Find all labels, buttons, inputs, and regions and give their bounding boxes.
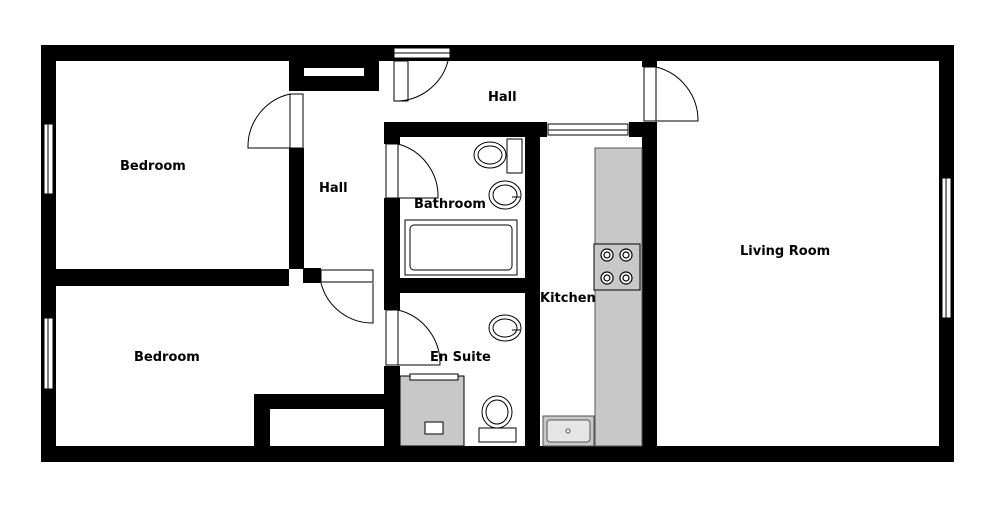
doors: [247, 60, 699, 366]
bathroom-fixtures: [404, 138, 523, 276]
door-swing-hall-top: [393, 60, 449, 102]
wall-bathroom-left-lower: [384, 198, 400, 310]
outer-wall-left: [41, 45, 56, 462]
door-leaf-bedroom-top: [289, 93, 304, 149]
door-leaf-ensuite: [385, 309, 399, 366]
door-swing-living: [655, 66, 699, 122]
wall-ensuite-left: [384, 366, 400, 462]
door-swing-bathroom: [397, 143, 439, 199]
door-swing-bedroom-bottom: [320, 282, 374, 324]
stove: [593, 243, 641, 291]
ensuite-fixtures: [399, 314, 522, 447]
label-kitchen: Kitchen: [540, 291, 596, 306]
ensuite-toilet-tank: [478, 427, 517, 443]
label-hall-left: Hall: [319, 181, 348, 196]
shower-drain: [424, 421, 444, 435]
wall-living-upper: [642, 61, 657, 67]
toilet-tank: [506, 138, 523, 174]
wall-kitchen-right: [642, 122, 657, 462]
label-en-suite: En Suite: [430, 350, 491, 365]
label-bedroom-top: Bedroom: [120, 159, 186, 174]
wall-bathroom-ensuite: [384, 278, 539, 293]
wall-bathroom-left: [384, 122, 400, 144]
kitchen-fixtures: [542, 147, 643, 447]
shower: [399, 375, 465, 447]
door-leaf-bedroom-bottom: [320, 269, 374, 283]
wall-closet-bottom-horizontal: [254, 394, 384, 409]
stove-burners: [600, 248, 633, 285]
wall-bedroom-divider: [56, 269, 289, 286]
label-bathroom: Bathroom: [414, 197, 486, 212]
wall-bathroom-top: [384, 122, 547, 137]
windows: [43, 47, 952, 390]
wall-kitchen-left: [525, 122, 540, 462]
door-swing-bedroom-top: [247, 93, 291, 149]
wall-hall-left-lower: [289, 148, 304, 269]
outer-wall-top: [41, 45, 954, 61]
label-living-room: Living Room: [740, 244, 830, 259]
room-labels: Bedroom Bedroom Hall Hall Bathroom En Su…: [120, 90, 830, 365]
door-leaf-hall-top: [393, 60, 409, 102]
interior-walls: [56, 61, 657, 462]
door-swing-ensuite: [397, 309, 441, 366]
closet-interior: [304, 68, 364, 76]
wall-bedroom-divider-right: [303, 268, 321, 283]
outer-wall-bottom: [41, 446, 954, 462]
kitchen-counter: [594, 147, 643, 447]
label-hall-top: Hall: [488, 90, 517, 105]
door-leaf-bathroom: [385, 143, 399, 199]
door-leaf-living: [643, 66, 657, 122]
label-bedroom-bottom: Bedroom: [134, 350, 200, 365]
